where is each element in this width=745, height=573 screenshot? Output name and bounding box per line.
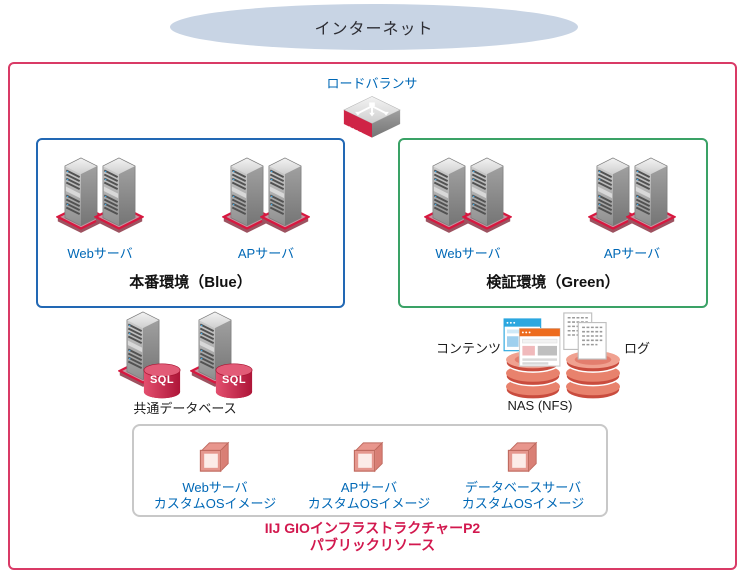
custom-image-db: データベースサーバ カスタムOSイメージ xyxy=(438,440,608,512)
internet-cloud: インターネット xyxy=(170,4,578,50)
green-ap-label: APサーバ xyxy=(603,246,661,261)
env-box-green xyxy=(398,138,708,308)
custom-image-db-line2: カスタムOSイメージ xyxy=(461,496,585,511)
internet-label: インターネット xyxy=(314,21,434,38)
green-web-label: Webサーバ xyxy=(435,246,501,261)
footer-line1: IIJ GIOインフラストラクチャーP2 xyxy=(264,520,481,536)
load-balancer-icon xyxy=(342,95,402,139)
nas-content-label: コンテンツ xyxy=(435,341,501,356)
footer-line2: パブリックリソース xyxy=(309,537,436,553)
green-env-title: 検証環境（Green） xyxy=(486,274,620,291)
footer-brand: IIJ GIOインフラストラクチャーP2 パブリックリソース xyxy=(0,520,745,554)
nas-log-label: ログ xyxy=(624,341,651,356)
log-documents-icon xyxy=(558,312,610,360)
nas-label: NAS (NFS) xyxy=(507,398,573,413)
sql-badge: SQL xyxy=(221,374,247,386)
blue-web-servers xyxy=(56,156,144,242)
server-icon xyxy=(462,156,512,242)
server-icon xyxy=(94,156,144,242)
content-browser-icon xyxy=(503,318,561,368)
blue-ap-label: APサーバ xyxy=(237,246,295,261)
green-ap-servers xyxy=(588,156,676,242)
blue-ap-servers xyxy=(222,156,310,242)
os-image-cube-icon xyxy=(199,440,231,474)
database-server-1: SQL xyxy=(118,310,184,406)
blue-env-title: 本番環境（Blue） xyxy=(129,274,252,291)
public-resource-boundary xyxy=(8,62,737,570)
green-web-servers xyxy=(424,156,512,242)
server-icon xyxy=(626,156,676,242)
env-box-blue xyxy=(36,138,345,308)
custom-image-ap-line1: APサーバ xyxy=(340,480,398,495)
custom-image-web-line2: カスタムOSイメージ xyxy=(153,496,277,511)
custom-image-db-line1: データベースサーバ xyxy=(464,480,582,495)
custom-image-ap: APサーバ カスタムOSイメージ xyxy=(284,440,454,512)
sql-badge: SQL xyxy=(149,374,175,386)
custom-image-ap-line2: カスタムOSイメージ xyxy=(307,496,431,511)
custom-image-web: Webサーバ カスタムOSイメージ xyxy=(130,440,300,512)
blue-web-label: Webサーバ xyxy=(67,246,133,261)
load-balancer-label: ロードバランサ xyxy=(326,76,418,91)
os-image-cube-icon xyxy=(507,440,539,474)
database-server-2: SQL xyxy=(190,310,256,406)
database-label: 共通データベース xyxy=(133,401,237,416)
custom-os-image-box: Webサーバ カスタムOSイメージ APサーバ カスタムOSイメージ データベー… xyxy=(132,424,608,517)
os-image-cube-icon xyxy=(353,440,385,474)
server-icon xyxy=(260,156,310,242)
custom-image-web-line1: Webサーバ xyxy=(182,480,248,495)
